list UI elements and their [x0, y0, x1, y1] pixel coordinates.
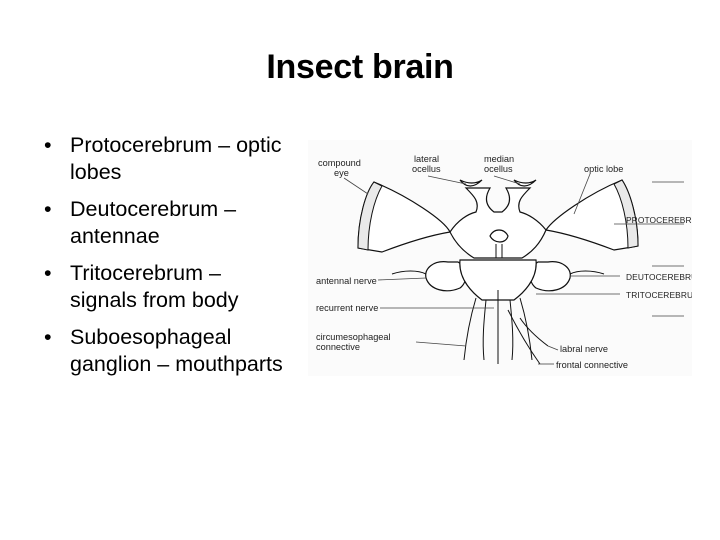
leader-optic-lobe: [573, 173, 591, 215]
tritocerebrum: [459, 259, 537, 301]
label-optic-lobe: optic lobe: [584, 164, 623, 174]
central-ocellus-body: [489, 229, 509, 243]
right-compound-eye: [613, 179, 639, 249]
label-lateral-ocellus-line1: lateral: [414, 154, 439, 164]
bullet-text: Suboesophageal ganglion – mouthparts: [70, 325, 283, 376]
label-labral-nerve: labral nerve: [560, 344, 608, 354]
lateral-ocellus: [459, 179, 483, 187]
label-recurrent-nerve: recurrent nerve: [316, 303, 378, 313]
label-circumesophageal-line2: connective: [316, 342, 360, 352]
left-compound-eye: [357, 181, 383, 251]
bullet-item: • Protocerebrum – optic lobes: [42, 132, 292, 186]
label-protocerebrum: PROTOCEREBRUM: [626, 215, 692, 225]
right-inner-connective: [509, 299, 514, 361]
frontal-connective-path: [507, 309, 541, 365]
bullet-dot: •: [44, 325, 52, 349]
label-deutocerebrum: DEUTOCEREBRUM: [626, 272, 692, 282]
bullet-item: • Deutocerebrum – antennae: [42, 196, 292, 250]
label-compound-eye-line2: eye: [334, 168, 349, 178]
label-circumesophageal-line1: circumesophageal: [316, 332, 391, 342]
leader-compound-eye: [343, 177, 369, 195]
leader-lateral-ocellus: [427, 175, 467, 185]
central-stalk: [495, 244, 503, 258]
label-tritocerebrum: TRITOCEREBRUM: [626, 290, 692, 300]
bullet-text: Tritocerebrum – signals from body: [70, 261, 239, 312]
label-median-ocellus-line2: ocellus: [484, 164, 513, 174]
bullet-item: • Suboesophageal ganglion – mouthparts: [42, 324, 292, 378]
slide-title: Insect brain: [266, 48, 454, 86]
bullet-text: Deutocerebrum – antennae: [70, 197, 237, 248]
median-ocellus: [513, 179, 537, 187]
bullet-dot: •: [44, 197, 52, 221]
label-median-ocellus-line1: median: [484, 154, 514, 164]
label-compound-eye-line1: compound: [318, 158, 361, 168]
insect-brain-diagram: compound eye lateral ocellus median ocel…: [308, 140, 692, 376]
leader-labral-nerve: [547, 345, 559, 351]
labral-nerve-path: [519, 317, 549, 347]
label-lateral-ocellus-line2: ocellus: [412, 164, 441, 174]
brain-outline: [357, 179, 639, 365]
bullet-text: Protocerebrum – optic lobes: [70, 133, 282, 184]
label-antennal-nerve: antennal nerve: [316, 276, 377, 286]
label-leaders: [343, 173, 684, 365]
bullet-dot: •: [44, 133, 52, 157]
leader-median-ocellus: [493, 175, 521, 185]
protocerebrum-lobes: [449, 187, 547, 259]
antennal-nerve-left: [391, 270, 427, 275]
label-frontal-connective: frontal connective: [556, 360, 628, 370]
left-circumesophageal-connective: [463, 297, 477, 361]
antennal-nerve-right: [569, 270, 605, 275]
right-circumesophageal-connective: [519, 297, 533, 361]
bullet-item: • Tritocerebrum – signals from body: [42, 260, 292, 314]
leader-antennal-nerve: [377, 277, 427, 281]
leader-circumesophageal: [415, 341, 467, 347]
bullet-list: • Protocerebrum – optic lobes • Deutocereb…: [42, 132, 292, 388]
left-inner-connective: [482, 299, 487, 361]
diagram-labels: compound eye lateral ocellus median ocel…: [316, 154, 692, 370]
bullet-dot: •: [44, 261, 52, 285]
